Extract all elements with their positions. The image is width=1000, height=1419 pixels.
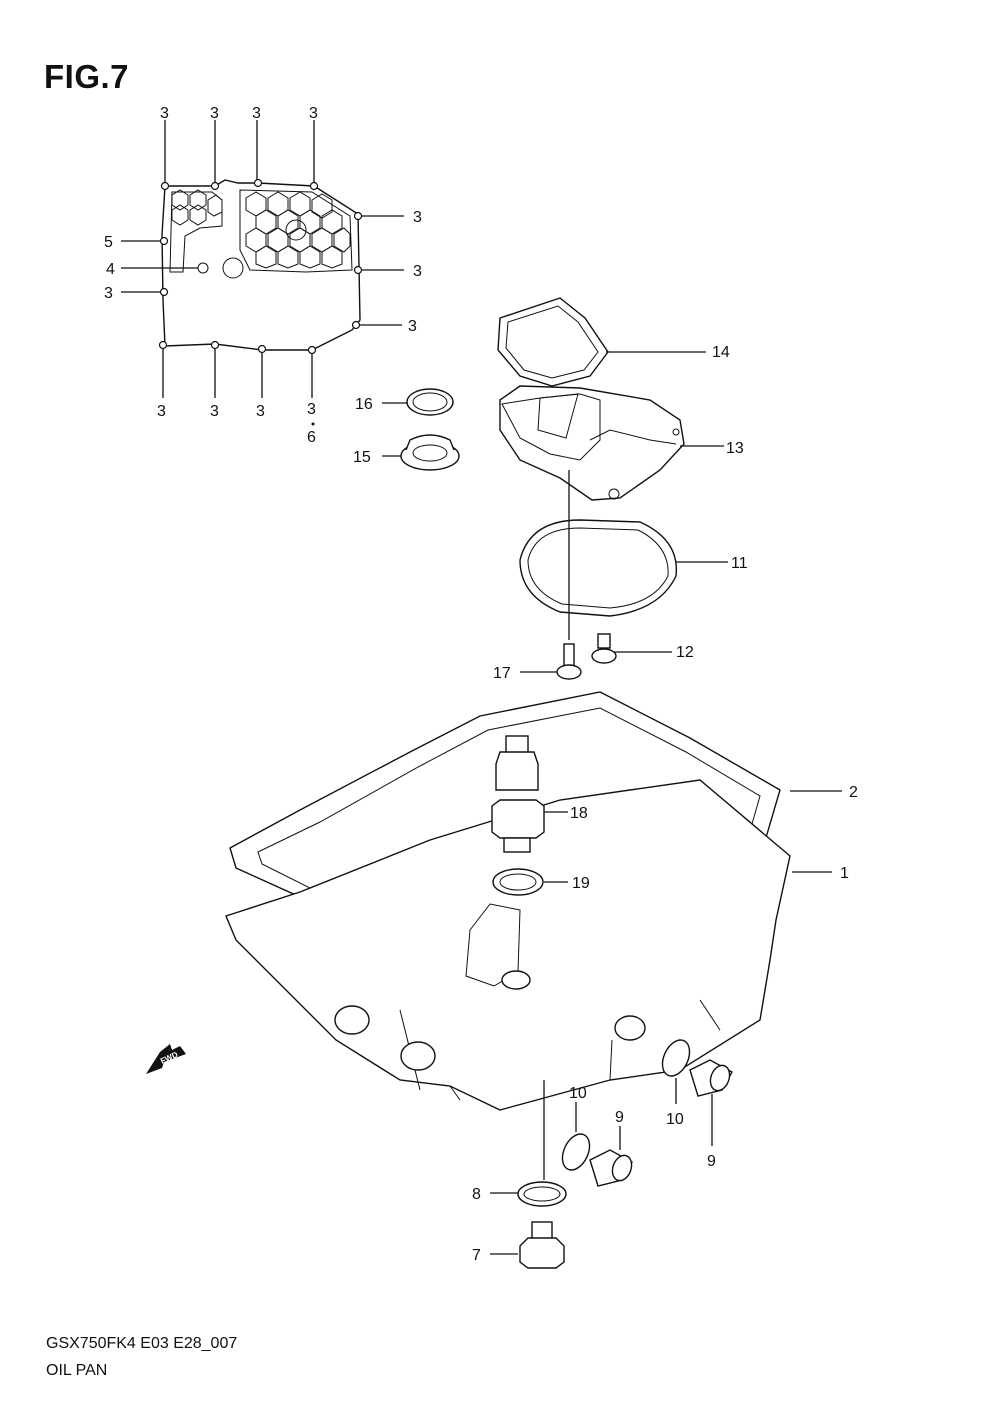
- diagram-code: GSX750FK4 E03 E28_007: [46, 1335, 238, 1352]
- leader-lines: [121, 120, 842, 1255]
- callout-16: 16: [355, 396, 373, 413]
- o-ring-19: [492, 868, 544, 896]
- callout-9: 9: [615, 1109, 624, 1126]
- callout-9: 9: [707, 1153, 716, 1170]
- callout-labels: 3 3 3 3 3 3 3 5 4 3 3 3 3 3 6 14 16 15 1…: [104, 105, 858, 1264]
- callout-3: 3: [408, 318, 417, 335]
- callout-10: 10: [666, 1111, 684, 1128]
- callout-13: 13: [726, 440, 744, 457]
- callout-2: 2: [849, 784, 858, 801]
- callout-3: 3: [160, 105, 169, 122]
- seal-15: [400, 434, 460, 471]
- forward-arrow-icon: FWD: [146, 1044, 186, 1074]
- drain-plug-9-left: [589, 1149, 633, 1187]
- figure-title: FIG.7: [44, 58, 130, 95]
- callout-10: 10: [569, 1085, 587, 1102]
- callout-11: 11: [731, 555, 748, 572]
- callout-18: 18: [570, 805, 588, 822]
- callout-12: 12: [676, 644, 694, 661]
- oil-strainer-cap-13: [499, 385, 685, 501]
- bolt-17: [556, 643, 582, 680]
- callout-17: 17: [493, 665, 511, 682]
- gasket-11: [519, 519, 678, 617]
- callout-19: 19: [572, 875, 590, 892]
- callout-3: 3: [413, 209, 422, 226]
- callout-3: 3: [256, 403, 265, 420]
- washer-8: [517, 1181, 567, 1207]
- oil-strainer-gasket: [158, 178, 363, 355]
- callout-3: 3: [104, 285, 113, 302]
- callout-3: 3: [210, 403, 219, 420]
- washer-10-right: [661, 1039, 691, 1077]
- callout-15: 15: [353, 449, 371, 466]
- callout-4: 4: [106, 261, 115, 278]
- callout-3: 3: [157, 403, 166, 420]
- callout-3: 3: [210, 105, 219, 122]
- washer-10-left: [561, 1133, 591, 1171]
- oil-pan-1: [225, 779, 791, 1111]
- drain-plug-7: [519, 1221, 565, 1269]
- callout-5: 5: [104, 234, 113, 251]
- diagram-name: OIL PAN: [46, 1362, 108, 1379]
- callout-3: 3: [309, 105, 318, 122]
- callout-8: 8: [472, 1186, 481, 1203]
- gasket-14: [497, 297, 609, 387]
- callout-7: 7: [472, 1247, 481, 1264]
- callout-14: 14: [712, 344, 730, 361]
- callout-3: 3: [252, 105, 261, 122]
- callout-3: 3: [307, 401, 316, 418]
- callout-1: 1: [840, 865, 849, 882]
- callout-6: 6: [307, 429, 316, 446]
- callout-3: 3: [413, 263, 422, 280]
- drain-plug-9-right: [689, 1059, 733, 1097]
- oil-pressure-switch-18: [491, 735, 545, 853]
- bolt-12: [591, 633, 617, 664]
